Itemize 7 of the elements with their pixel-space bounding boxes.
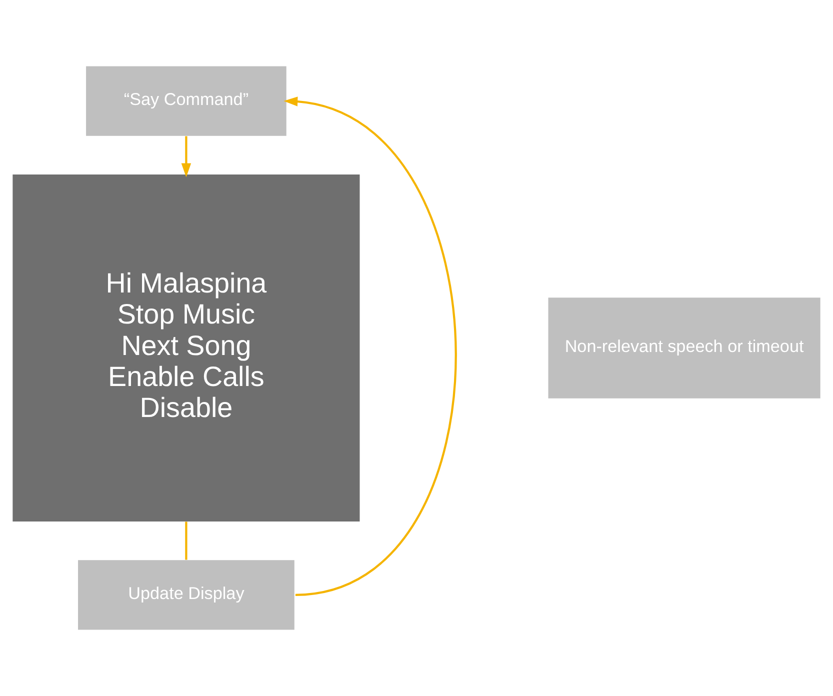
node-box: Update Display (78, 560, 294, 630)
node-box: Hi Malaspina Stop Music Next Song Enable Calls Disable (12, 174, 360, 522)
connector (185, 522, 188, 560)
arrow (181, 136, 192, 178)
arrow (284, 96, 457, 596)
node-box: Non-relevant speech or timeout (548, 298, 820, 398)
node-box: “Say Command” (86, 66, 286, 136)
